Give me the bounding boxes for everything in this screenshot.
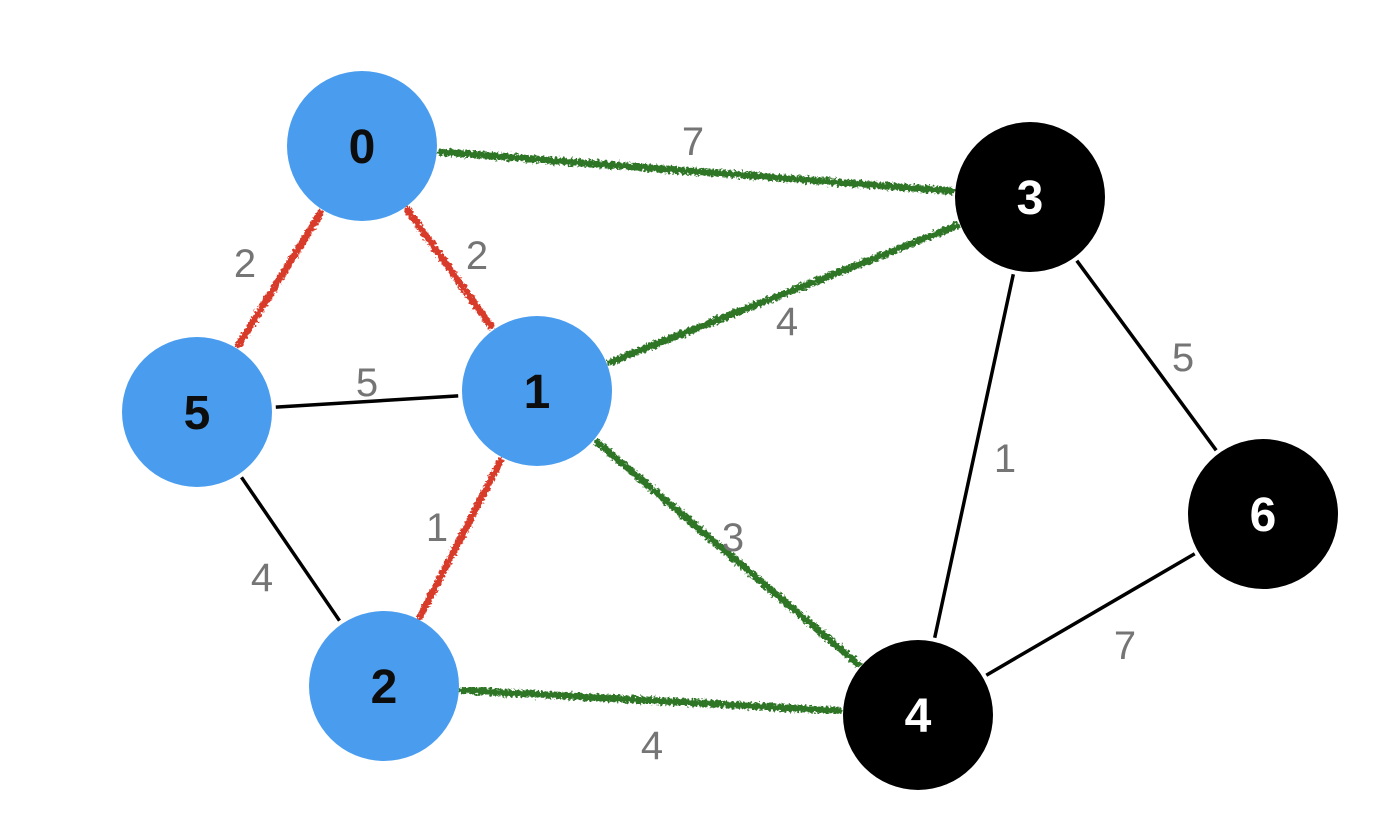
node-1-circle — [462, 316, 612, 466]
node-1-label: 1 — [524, 366, 551, 419]
edge-weight-1-2: 1 — [426, 506, 448, 550]
edge-weights-layer: 2 2 1 7 4 3 4 5 4 1 5 7 — [234, 120, 1194, 768]
node-0-label: 0 — [349, 121, 376, 174]
node-4-label: 4 — [905, 690, 932, 743]
edge-weight-4-6: 7 — [1114, 624, 1136, 668]
edge-0-1-mst — [404, 206, 495, 331]
node-2-label: 2 — [371, 661, 398, 714]
node-4-circle — [843, 640, 993, 790]
edge-weight-0-1: 2 — [466, 234, 488, 278]
edge-weight-0-5: 2 — [234, 242, 256, 286]
edge-weight-0-3: 7 — [682, 120, 704, 164]
node-2-circle — [309, 611, 459, 761]
edge-weight-3-6: 5 — [1172, 336, 1194, 380]
node-5-circle — [122, 337, 272, 487]
nodes-layer: 0 1 2 5 3 4 6 — [122, 71, 1338, 790]
edge-1-2-mst — [416, 457, 505, 620]
node-6-label: 6 — [1250, 489, 1277, 542]
edge-1-5-normal — [275, 394, 459, 409]
edge-weight-2-5: 4 — [251, 556, 273, 600]
edge-1-4-candidate — [593, 438, 862, 668]
edge-weight-1-4: 3 — [722, 516, 744, 560]
node-5-label: 5 — [184, 387, 211, 440]
edge-3-4-normal — [932, 273, 1016, 639]
edges-layer — [235, 148, 1218, 715]
node-3-label: 3 — [1017, 172, 1044, 225]
node-3-circle — [955, 122, 1105, 272]
node-6-circle — [1188, 439, 1338, 589]
edge-weight-1-5: 5 — [356, 361, 378, 405]
edge-2-4-candidate — [459, 686, 843, 715]
edge-0-3-candidate — [437, 148, 955, 195]
edge-2-5-normal — [240, 476, 341, 622]
edge-1-3-candidate — [607, 222, 960, 366]
edge-0-5-mst — [235, 209, 324, 349]
edge-4-6-normal — [985, 552, 1196, 677]
edge-weight-2-4: 4 — [641, 724, 663, 768]
edge-weight-1-3: 4 — [776, 300, 798, 344]
edge-3-6-normal — [1075, 259, 1218, 452]
edge-weight-3-4: 1 — [994, 437, 1016, 481]
node-0-circle — [287, 71, 437, 221]
